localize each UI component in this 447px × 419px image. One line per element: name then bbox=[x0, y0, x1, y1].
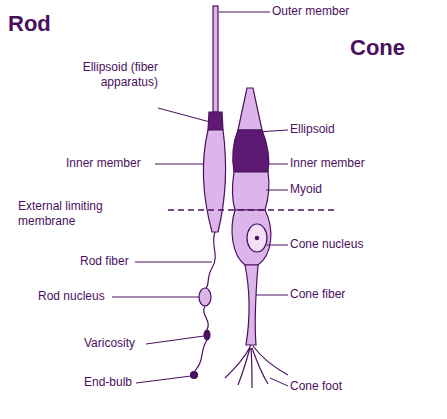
cone-nucleolus bbox=[255, 236, 258, 239]
part-label: Inner member bbox=[290, 156, 365, 171]
cone-foot-branches bbox=[225, 345, 288, 388]
cell-title: Cone bbox=[350, 34, 405, 62]
cone-outer-segment bbox=[238, 88, 262, 130]
part-label: Rod nucleus bbox=[38, 289, 105, 304]
part-label: End-bulb bbox=[84, 375, 132, 390]
part-label: External limiting membrane bbox=[18, 199, 143, 229]
part-label: Rod fiber bbox=[80, 254, 129, 269]
rod-ellipsoid bbox=[208, 112, 223, 130]
leader-line bbox=[270, 378, 288, 386]
part-label: Outer member bbox=[272, 4, 349, 19]
leader-line bbox=[256, 295, 288, 296]
rod-fiber bbox=[206, 232, 215, 288]
leader-line bbox=[112, 297, 199, 298]
rod-varicosity bbox=[204, 330, 210, 340]
part-label: Cone foot bbox=[290, 379, 342, 394]
leader-line bbox=[146, 336, 204, 344]
rod-end-bulb bbox=[191, 372, 198, 379]
leader-line bbox=[268, 164, 288, 165]
cell-title: Rod bbox=[8, 10, 51, 38]
part-label: Cone fiber bbox=[290, 287, 345, 302]
rod-outer-segment bbox=[213, 6, 218, 112]
part-label: Ellipsoid (fiber apparatus) bbox=[48, 60, 158, 90]
part-label: Varicosity bbox=[84, 336, 135, 351]
leader-line bbox=[267, 245, 288, 246]
cone-ellipsoid bbox=[233, 130, 269, 172]
cone-myoid bbox=[232, 210, 271, 265]
cone-nucleus-shape bbox=[247, 224, 267, 252]
leader-line bbox=[256, 130, 288, 132]
rod-nucleus-shape bbox=[199, 288, 211, 306]
part-label: Inner member bbox=[66, 156, 141, 171]
part-label: Cone nucleus bbox=[290, 237, 363, 252]
part-label: Ellipsoid bbox=[290, 122, 335, 137]
leader-line bbox=[219, 12, 270, 13]
leader-line bbox=[266, 190, 288, 191]
leader-line bbox=[155, 164, 204, 165]
leader-line bbox=[136, 376, 191, 383]
cone-fiber-shape bbox=[245, 265, 258, 345]
cone-inner-segment bbox=[233, 172, 269, 210]
rod-fiber bbox=[204, 306, 208, 330]
leader-line bbox=[135, 262, 212, 263]
leader-line bbox=[158, 108, 210, 122]
part-label: Myoid bbox=[290, 182, 322, 197]
rod-fiber bbox=[194, 340, 207, 373]
membrane-dashed-line bbox=[168, 209, 335, 210]
rod-inner-segment bbox=[203, 130, 225, 232]
